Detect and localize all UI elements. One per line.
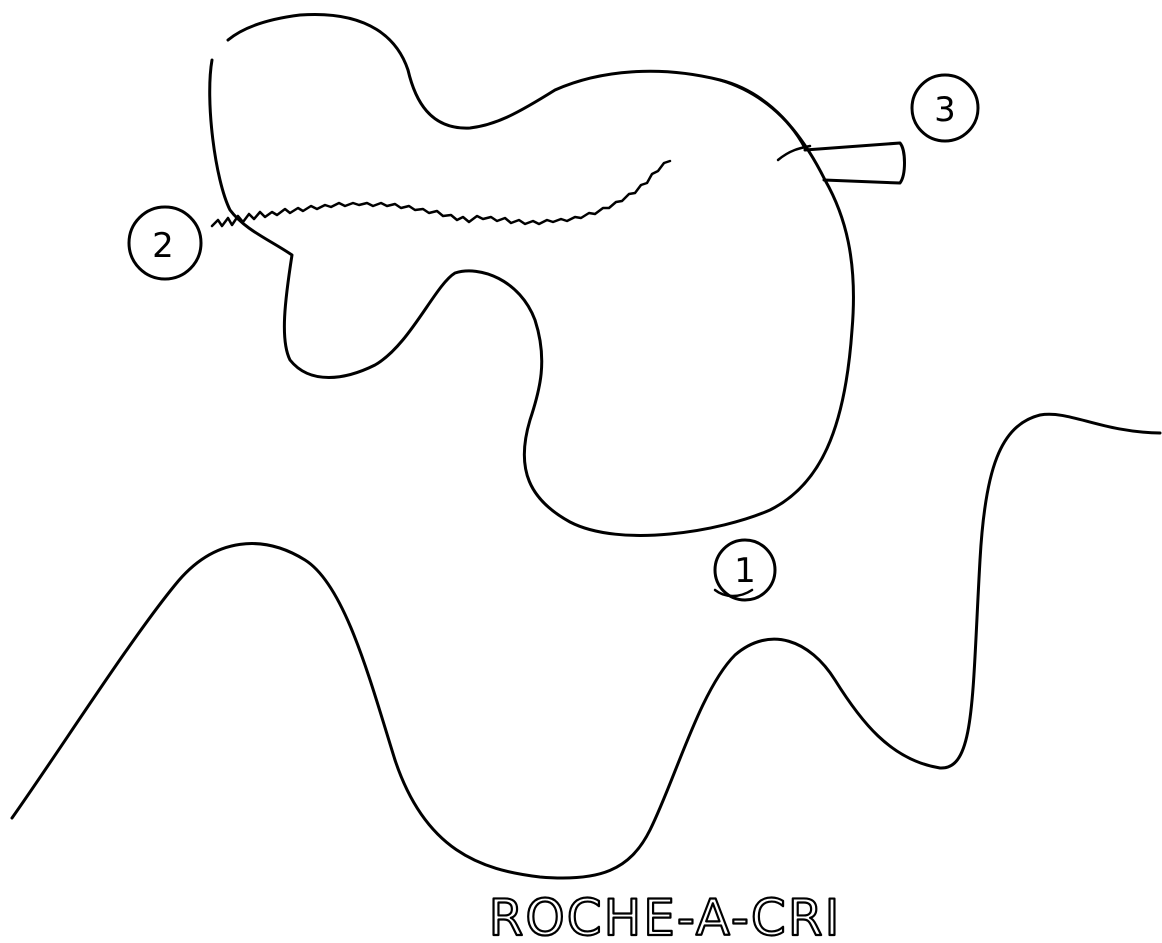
marker-1-label: 1 <box>734 551 756 591</box>
rock-outline <box>208 12 855 537</box>
marker-3-label: 3 <box>934 90 956 130</box>
sketch-title: ROCHE-A-CRI <box>489 889 842 943</box>
terrain-profile <box>10 412 1162 880</box>
marker-3: 3 <box>910 73 980 143</box>
rock-rim <box>718 78 807 150</box>
marker-2: 2 <box>127 205 203 281</box>
crack-line <box>210 159 672 228</box>
marker-2-label: 2 <box>152 226 174 266</box>
marker-1: 1 <box>713 538 777 602</box>
ledge-3 <box>803 141 906 185</box>
crack-to-ledge <box>776 144 812 162</box>
